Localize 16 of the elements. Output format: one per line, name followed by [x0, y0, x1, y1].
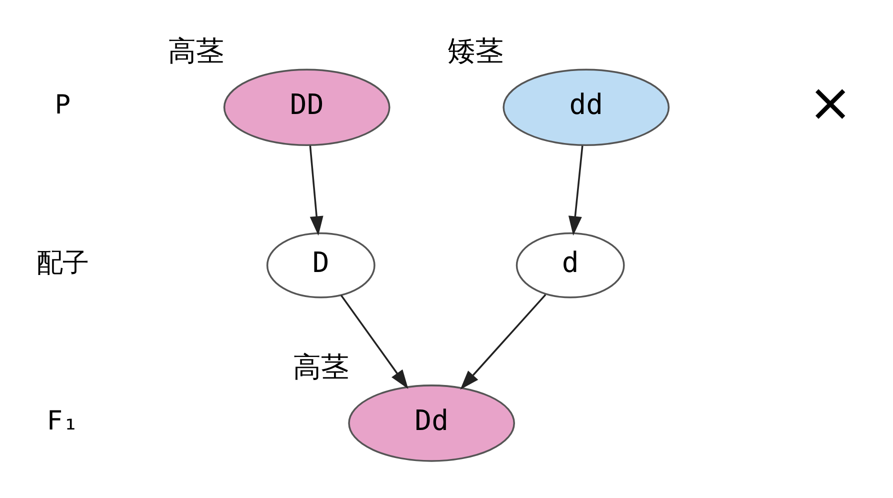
- arrow: [309, 145, 324, 236]
- node-label: 高茎: [168, 34, 224, 68]
- node-label: 矮茎: [447, 34, 504, 68]
- node-ellipse: D: [266, 232, 376, 298]
- node-ellipse: dd: [502, 68, 670, 146]
- label: F₁: [46, 406, 79, 436]
- node-ellipse: Dd: [348, 384, 515, 462]
- arrow: [460, 294, 546, 390]
- label: ×: [808, 72, 852, 134]
- node-ellipse: d: [516, 232, 625, 298]
- label: 配子: [36, 248, 89, 278]
- label: P: [54, 90, 71, 120]
- arrow: [340, 294, 408, 388]
- node-ellipse: DD: [223, 68, 390, 146]
- arrow: [568, 145, 584, 236]
- node-label: 高茎: [292, 350, 349, 383]
